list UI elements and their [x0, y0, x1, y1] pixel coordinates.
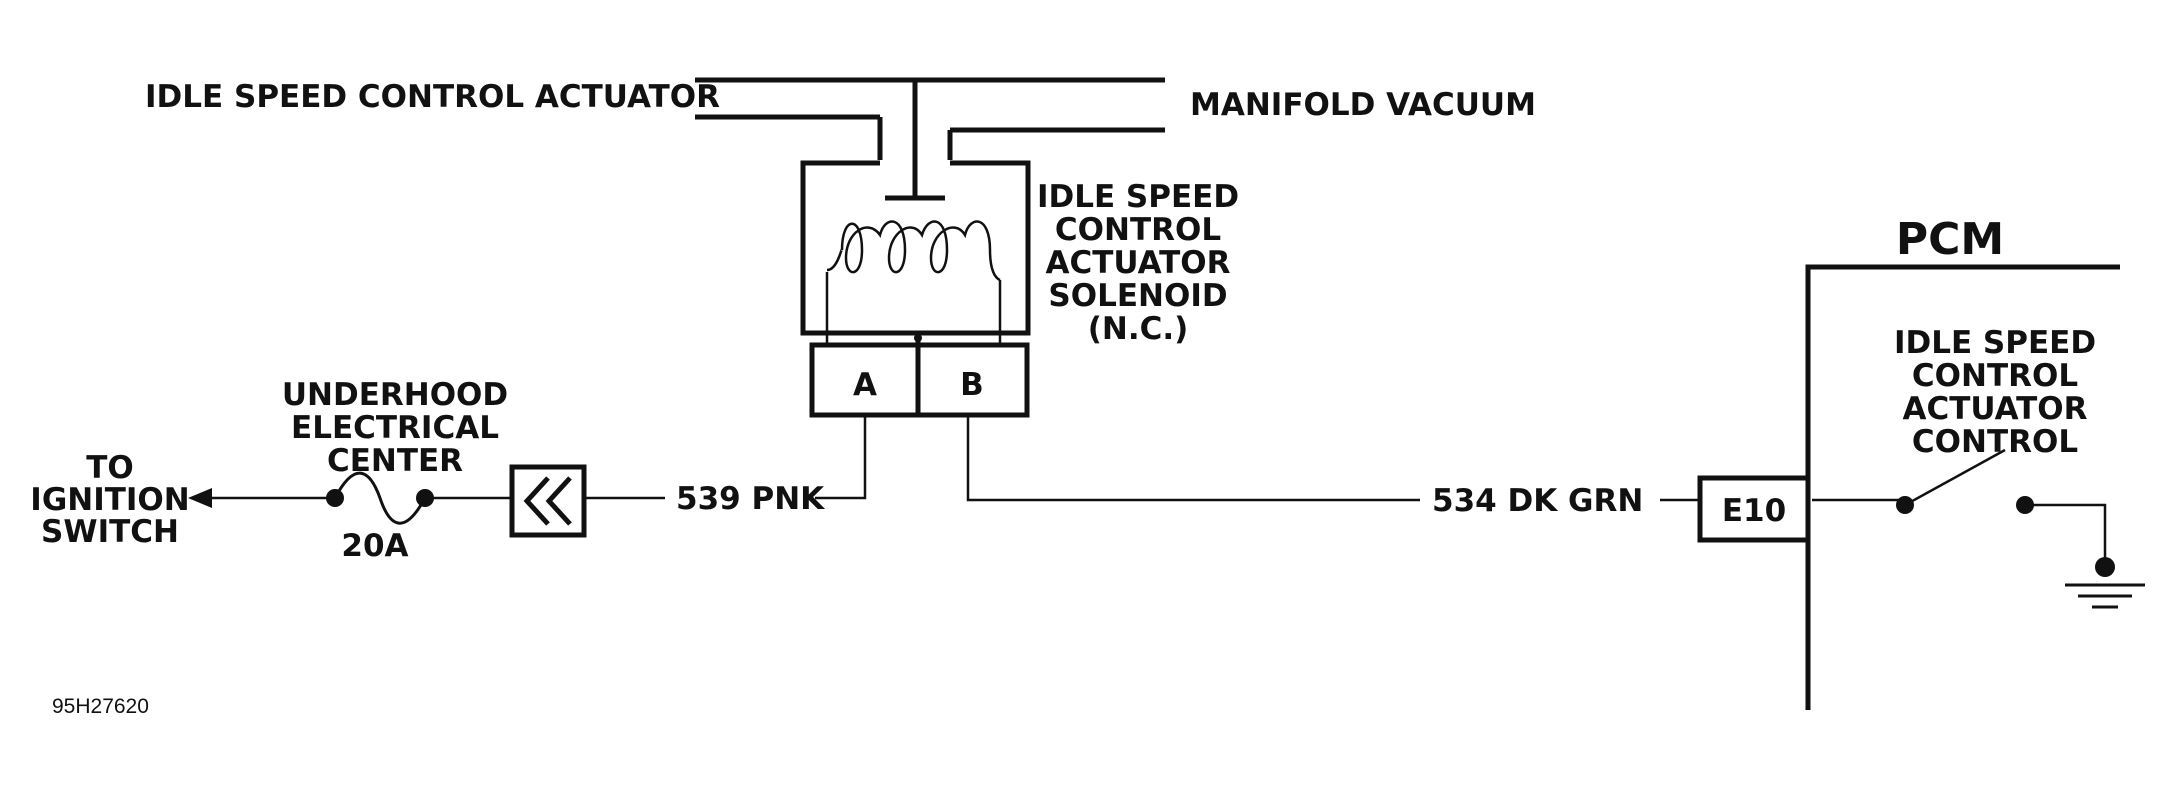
- svg-text:CONTROL: CONTROL: [1912, 424, 2078, 460]
- pcm-terminal-label: E10: [1722, 493, 1786, 529]
- svg-text:UNDERHOOD: UNDERHOOD: [282, 377, 508, 413]
- solenoid-connector: A B: [809, 334, 1030, 418]
- wire-grn-label: 534 DK GRN: [1432, 483, 1643, 519]
- svg-text:CENTER: CENTER: [327, 443, 463, 479]
- vacuum-lines: [695, 77, 1165, 201]
- svg-text:ACTUATOR: ACTUATOR: [1902, 391, 2087, 427]
- fuse-icon: [326, 471, 434, 525]
- svg-text:SOLENOID: SOLENOID: [1048, 278, 1227, 314]
- pcm-control-label: IDLE SPEED CONTROL ACTUATOR CONTROL: [1894, 325, 2096, 460]
- svg-text:(N.C.): (N.C.): [1088, 311, 1189, 347]
- connector-icon: [509, 464, 587, 538]
- manifold-vacuum-label: MANIFOLD VACUUM: [1190, 87, 1536, 123]
- svg-text:CONTROL: CONTROL: [1055, 212, 1221, 248]
- actuator-housing: [800, 160, 1031, 336]
- svg-text:IDLE SPEED: IDLE SPEED: [1037, 179, 1239, 215]
- pin-a-label: A: [853, 367, 877, 403]
- wires: [195, 415, 1905, 502]
- figure-id: 95H27620: [52, 695, 149, 718]
- pcm-label: PCM: [1896, 214, 2004, 265]
- svg-text:TO: TO: [86, 450, 134, 486]
- actuator-title: IDLE SPEED CONTROL ACTUATOR: [145, 79, 720, 115]
- svg-text:CONTROL: CONTROL: [1912, 358, 2078, 394]
- switch-icon: [1896, 448, 2107, 562]
- svg-text:SWITCH: SWITCH: [41, 514, 179, 550]
- ground-icon: [2065, 557, 2145, 609]
- to-ignition-label: TO IGNITION SWITCH: [30, 450, 189, 550]
- arrow-left-icon: [188, 488, 212, 508]
- pcm-module: E10: [1697, 264, 2120, 710]
- svg-text:IDLE SPEED: IDLE SPEED: [1894, 325, 2096, 361]
- svg-text:IGNITION: IGNITION: [30, 482, 189, 518]
- fuse-rating-label: 20A: [341, 528, 408, 564]
- solenoid-coil-icon: [825, 220, 1002, 345]
- pin-b-label: B: [960, 367, 984, 403]
- svg-text:ACTUATOR: ACTUATOR: [1045, 245, 1230, 281]
- svg-text:ELECTRICAL: ELECTRICAL: [291, 410, 499, 446]
- solenoid-label: IDLE SPEED CONTROL ACTUATOR SOLENOID (N.…: [1037, 179, 1239, 347]
- wire-pnk-label: 539 PNK: [676, 481, 825, 517]
- underhood-label: UNDERHOOD ELECTRICAL CENTER: [282, 377, 508, 479]
